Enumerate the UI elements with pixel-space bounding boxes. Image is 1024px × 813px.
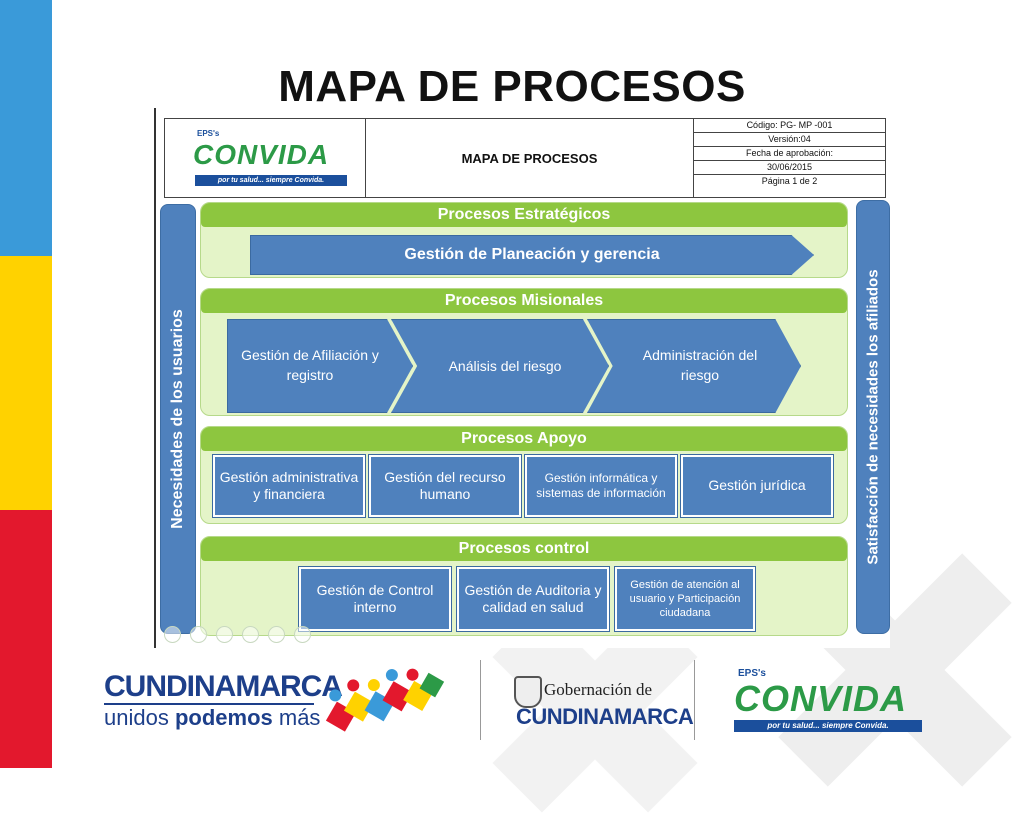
right-satisfaction-bar: Satisfacción de necesidades los afiliado… <box>856 200 890 634</box>
left-needs-bar: Necesidades de los usuarios <box>160 204 196 634</box>
cundinamarca-logo: CUNDINAMARCA unidos podemos más <box>104 670 343 730</box>
toolbar-icon[interactable] <box>268 626 285 643</box>
process-affiliation: Gestión de Afiliación y registro <box>227 319 413 413</box>
toolbar-icon[interactable] <box>190 626 207 643</box>
process-admin-finance-label: Gestión administrativa y financiera <box>219 468 359 503</box>
process-risk-administration: Administración del riesgo <box>587 319 801 413</box>
footer-divider <box>480 660 481 740</box>
meta-page: Página 1 de 2 <box>761 176 818 186</box>
cundinamarca-slogan: unidos podemos más <box>104 705 321 730</box>
process-legal: Gestión jurídica <box>680 454 834 518</box>
section-strategic-title: Procesos Estratégicos <box>201 203 847 227</box>
toolbar-icon[interactable] <box>294 626 311 643</box>
process-legal-label: Gestión jurídica <box>708 477 806 494</box>
section-support: Procesos Apoyo Gestión administrativa y … <box>200 426 848 524</box>
convida-footer-eps: EPS's <box>738 668 766 679</box>
process-internal-control: Gestión de Control interno <box>298 566 452 632</box>
document-header: EPS's CONVIDA por tu salud... siempre Co… <box>164 118 886 198</box>
viewer-toolbar <box>164 624 324 644</box>
process-human-resources: Gestión del recurso humano <box>368 454 522 518</box>
logo-eps-text: EPS's <box>197 129 220 138</box>
process-admin-finance: Gestión administrativa y financiera <box>212 454 366 518</box>
process-risk-analysis-label: Análisis del riesgo <box>448 358 562 374</box>
process-internal-control-label: Gestión de Control interno <box>316 581 434 616</box>
process-affiliation-label: Gestión de Afiliación y registro <box>241 347 379 383</box>
stripe-red <box>0 510 52 768</box>
stripe-blue <box>0 0 52 256</box>
logo-main-text: CONVIDA <box>193 139 330 170</box>
gobernacion-logo: Gobernación de CUNDINAMARCA <box>512 674 694 730</box>
convida-footer-logo: EPS's CONVIDA por tu salud... siempre Co… <box>730 668 930 732</box>
section-support-title: Procesos Apoyo <box>201 427 847 451</box>
gobernacion-top-text: Gobernación de <box>544 680 653 699</box>
gobernacion-bottom-text: CUNDINAMARCA <box>516 704 694 729</box>
colorful-figures-icon <box>318 668 458 738</box>
document-title: MAPA DE PROCESOS <box>366 119 694 197</box>
shield-icon <box>514 676 542 708</box>
toolbar-icon[interactable] <box>164 626 181 643</box>
cundinamarca-wordmark: CUNDINAMARCA <box>104 670 343 703</box>
section-control-title: Procesos control <box>201 537 847 561</box>
meta-approval-date: 30/06/2015 <box>694 161 885 175</box>
process-audit-quality: Gestión de Auditoria y calidad en salud <box>456 566 610 632</box>
process-it-systems-label: Gestión informática y sistemas de inform… <box>536 471 666 500</box>
convida-footer-main: CONVIDA <box>734 678 908 719</box>
convida-footer-tagline: por tu salud... siempre Convida. <box>734 720 922 732</box>
process-user-attention: Gestión de atención al usuario y Partici… <box>614 566 756 632</box>
process-human-resources-label: Gestión del recurso humano <box>384 468 506 503</box>
toolbar-icon[interactable] <box>216 626 233 643</box>
convida-logo: EPS's CONVIDA por tu salud... siempre Co… <box>165 119 366 197</box>
section-missional: Procesos Misionales Gestión de Afiliació… <box>200 288 848 416</box>
process-user-attention-label: Gestión de atención al usuario y Partici… <box>629 578 741 620</box>
page-title: MAPA DE PROCESOS <box>278 62 746 111</box>
meta-code: Código: PG- MP -001 <box>694 119 885 133</box>
process-risk-analysis: Análisis del riesgo <box>391 319 609 413</box>
section-strategic: Procesos Estratégicos Gestión de Planeac… <box>200 202 848 278</box>
logo-tagline: por tu salud... siempre Convida. <box>195 175 347 186</box>
document-meta: Código: PG- MP -001 Versión:04 Fecha de … <box>694 119 885 197</box>
stripe-yellow <box>0 256 52 510</box>
section-control: Procesos control Gestión de Control inte… <box>200 536 848 636</box>
toolbar-icon[interactable] <box>242 626 259 643</box>
process-map-document: EPS's CONVIDA por tu salud... siempre Co… <box>154 108 890 648</box>
process-risk-administration-label: Administración del riesgo <box>642 347 758 383</box>
section-missional-title: Procesos Misionales <box>201 289 847 313</box>
meta-version: Versión:04 <box>694 133 885 147</box>
process-planning-management-label: Gestión de Planeación y gerencia <box>404 246 660 263</box>
process-audit-quality-label: Gestión de Auditoria y calidad en salud <box>464 581 602 616</box>
left-needs-label: Necesidades de los usuarios <box>169 309 186 529</box>
process-it-systems: Gestión informática y sistemas de inform… <box>524 454 678 518</box>
meta-approval-label: Fecha de aprobación: <box>694 147 885 161</box>
process-planning-management: Gestión de Planeación y gerencia <box>250 235 814 275</box>
footer-divider <box>694 660 695 740</box>
right-satisfaction-label: Satisfacción de necesidades los afiliado… <box>864 269 882 565</box>
